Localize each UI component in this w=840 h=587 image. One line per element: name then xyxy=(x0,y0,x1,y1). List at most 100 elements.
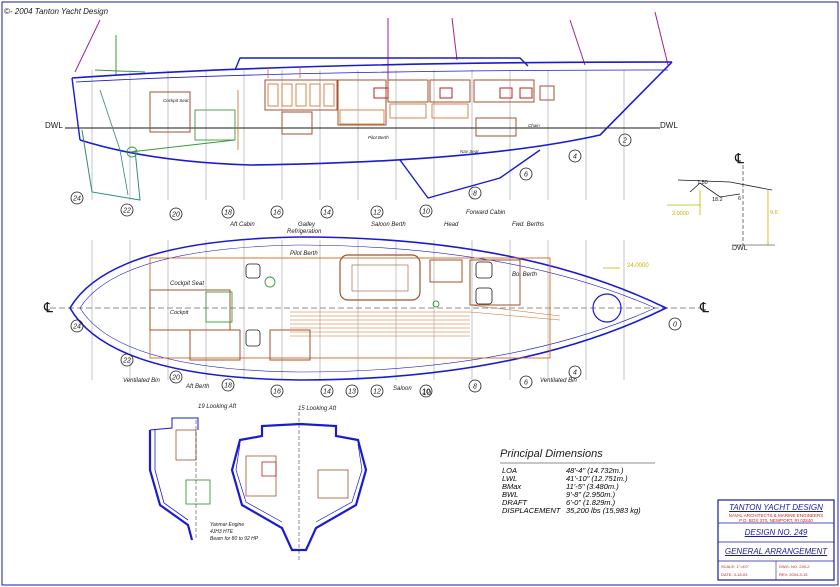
plan-station-label-18: 18 xyxy=(224,383,232,390)
dimension-row: DRAFT 6'-0" (1.829m.) xyxy=(502,498,615,507)
profile-station-label-22: 22 xyxy=(122,208,131,215)
plan-station-label-24: 24 xyxy=(72,324,81,331)
chain-label: Chain xyxy=(528,123,540,128)
dimension-label: BWL xyxy=(502,490,519,499)
plan-station-label-8: 8 xyxy=(473,384,477,391)
dimension-value: 41'-10" (12.751m.) xyxy=(566,474,628,483)
profile-station-circle-18 xyxy=(221,205,235,219)
profile-station-label-24: 24 xyxy=(72,196,81,203)
profile-station-circle-22 xyxy=(120,203,134,217)
ventilated-bin-fwd-label: Ventilated Bin xyxy=(540,378,577,384)
dimension-label: LOA xyxy=(502,466,518,475)
profile-station-label-12: 12 xyxy=(373,210,381,217)
engine-note-line-2: 4JH3 HTE xyxy=(210,529,234,535)
deck-line xyxy=(75,69,669,83)
profile-station-lines xyxy=(91,70,625,200)
dimension-label: DRAFT xyxy=(502,498,527,507)
dimension-label: LWL xyxy=(502,474,518,483)
plan-station-circle-18 xyxy=(221,378,235,392)
plan-station-circle-13 xyxy=(345,384,359,398)
profile-station-circle-4 xyxy=(568,149,582,163)
dimension-value: 9'-8" (2.950m.) xyxy=(566,490,616,499)
plan-station-circle-6 xyxy=(519,375,533,389)
detail-dwl-label: DWL xyxy=(732,245,748,252)
plan-station-lines xyxy=(91,240,625,380)
plan-station-label-16: 16 xyxy=(273,389,281,396)
plan-station-circle-20 xyxy=(169,370,183,384)
plan-cockpit-label: Cockpit xyxy=(170,310,189,316)
plan-berths xyxy=(189,259,521,361)
profile-station-circle-14 xyxy=(320,205,334,219)
plan-station-circle-4 xyxy=(568,365,582,379)
profile-station-label-18: 18 xyxy=(224,210,232,217)
engine-note-line-1: Yanmar Engine xyxy=(210,522,245,528)
profile-station-circle-6 xyxy=(519,167,533,181)
plan-pilot-berth-label: Pilot Berth xyxy=(290,251,318,257)
drawing-title: GENERAL ARRANGEMENT xyxy=(724,547,828,556)
dimension-row: DISPLACEMENT 35,200 lbs (15,983 kg) xyxy=(502,506,641,515)
dimension-value: 35,200 lbs (15,983 kg) xyxy=(566,506,641,515)
section-19-title: 19 Looking Aft xyxy=(198,404,237,410)
profile-station-circle-16 xyxy=(270,205,284,219)
section-15-title: 15 Looking Aft xyxy=(298,406,337,412)
profile-station-label-20: 20 xyxy=(171,212,180,219)
profile-station-circle-10 xyxy=(419,204,433,218)
profile-station-circle-20 xyxy=(169,207,183,221)
detail-dim-d: 2.0000 xyxy=(672,211,689,217)
profile-station-circle-8 xyxy=(468,186,482,200)
station-10-bottom-label: 10 xyxy=(422,388,431,397)
detail-dim-a: 7.50 xyxy=(697,180,708,186)
plan-station-label-10: 10 xyxy=(422,389,430,396)
dimension-row: LOA 48'-4" (14.732m.) xyxy=(502,466,623,475)
refrigeration-label: Refrigeration xyxy=(287,229,322,235)
plan-hatch xyxy=(592,293,622,323)
dimension-row: LWL 41'-10" (12.751m.) xyxy=(502,474,628,483)
profile-station-label-6: 6 xyxy=(524,172,528,179)
saloon-berth-label: Saloon Berth xyxy=(371,222,406,228)
section-detail xyxy=(667,165,775,246)
plan-station-circle-10 xyxy=(419,384,433,398)
bo-berth-label: Bo. Berth xyxy=(512,272,538,278)
cabin-trunk xyxy=(234,57,529,71)
copyright-notice: ©- 2004 Tanton Yacht Design xyxy=(4,7,109,16)
hull-canoe-body xyxy=(79,61,673,166)
nav-seat-label: Nav Seat xyxy=(460,149,479,154)
rig-lines xyxy=(74,11,669,82)
keel xyxy=(399,149,541,199)
galley-label: Galley xyxy=(298,222,316,228)
fwd-berths-label: Fwd. Berths xyxy=(512,222,545,228)
date-label: DATE: 3-18-03 xyxy=(721,572,748,577)
detail-centerline-symbol: ℄ xyxy=(735,150,744,166)
rudder xyxy=(81,129,141,201)
plan-station-circle-14 xyxy=(320,384,334,398)
plan-station-circle-0 xyxy=(668,317,682,331)
ventilated-bin-aft-label: Ventilated Bin xyxy=(123,378,160,384)
profile-station-label-2: 2 xyxy=(622,138,627,145)
plan-station-label-6: 6 xyxy=(524,380,528,387)
aft-cabin-label: Aft Cabin xyxy=(230,222,255,228)
company-subtitle-2: P.O. BOX 370, NEWPORT, RI 02840 xyxy=(739,518,813,523)
profile-station-label-16: 16 xyxy=(273,210,281,217)
plan-sole-planking xyxy=(290,304,561,337)
plan-station-circle-12 xyxy=(370,384,384,398)
plan-saloon-table xyxy=(339,254,421,301)
plan-station-label-12: 12 xyxy=(373,389,381,396)
dimension-value: 6'-0" (1.829m.) xyxy=(566,498,616,507)
centerline-symbol-right: ℄ xyxy=(700,299,709,315)
forward-cabin-label: Forward Cabin xyxy=(466,210,506,216)
section-15 xyxy=(230,412,368,560)
cockpit-seat-label: Cockpit Seat xyxy=(163,98,189,103)
dwl-label-right: DWL xyxy=(660,121,678,130)
dimension-label: DISPLACEMENT xyxy=(502,506,561,515)
dimension-value: 48'-4" (14.732m.) xyxy=(566,466,624,475)
principal-dimensions-title: Principal Dimensions xyxy=(500,448,603,460)
profile-station-label-10: 10 xyxy=(422,209,430,216)
company-name: TANTON YACHT DESIGN xyxy=(729,503,823,512)
section-19 xyxy=(148,417,211,541)
